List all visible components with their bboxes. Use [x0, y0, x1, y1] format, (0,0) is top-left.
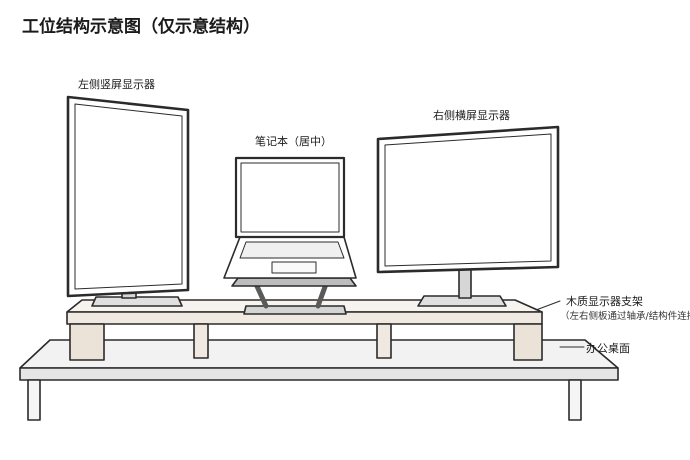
- desk-label: 办公桌面: [586, 342, 630, 355]
- stand-note: （左右侧板通过轴承/结构件连接）: [560, 311, 690, 322]
- desk-leg-left: [27, 379, 41, 421]
- stand-leader-line: [535, 300, 561, 311]
- right-landscape-monitor: [376, 125, 560, 307]
- laptop-stand-arm-left: [253, 281, 269, 309]
- laptop: [223, 156, 357, 315]
- laptop-label: 笔记本（居中）: [255, 135, 332, 148]
- laptop-stand-base: [243, 305, 347, 315]
- right-monitor-label: 右侧横屏显示器: [433, 109, 510, 122]
- left-monitor-screen: [74, 103, 183, 290]
- laptop-stand-arm-right: [315, 281, 329, 309]
- laptop-keyboard-area: [239, 241, 345, 259]
- diagram-title: 工位结构示意图（仅示意结构）: [22, 17, 260, 37]
- stand-support-inner-left: [193, 323, 209, 359]
- laptop-stand-tray: [231, 277, 357, 287]
- left-monitor-label: 左侧竖屏显示器: [78, 78, 155, 91]
- desk-leg-right: [568, 379, 582, 421]
- right-monitor-screen: [384, 133, 552, 267]
- desk: [19, 339, 619, 421]
- desk-front-edge: [19, 367, 619, 381]
- left-monitor-base: [91, 296, 183, 307]
- laptop-screen: [240, 162, 340, 233]
- stand-leg-right: [513, 323, 543, 361]
- stand-support-inner-right: [376, 323, 392, 359]
- right-monitor-base: [417, 295, 507, 307]
- stand-label: 木质显示器支架: [566, 295, 643, 308]
- stand-leg-left: [69, 323, 105, 361]
- laptop-touchpad: [271, 261, 317, 274]
- left-portrait-monitor: [66, 95, 190, 307]
